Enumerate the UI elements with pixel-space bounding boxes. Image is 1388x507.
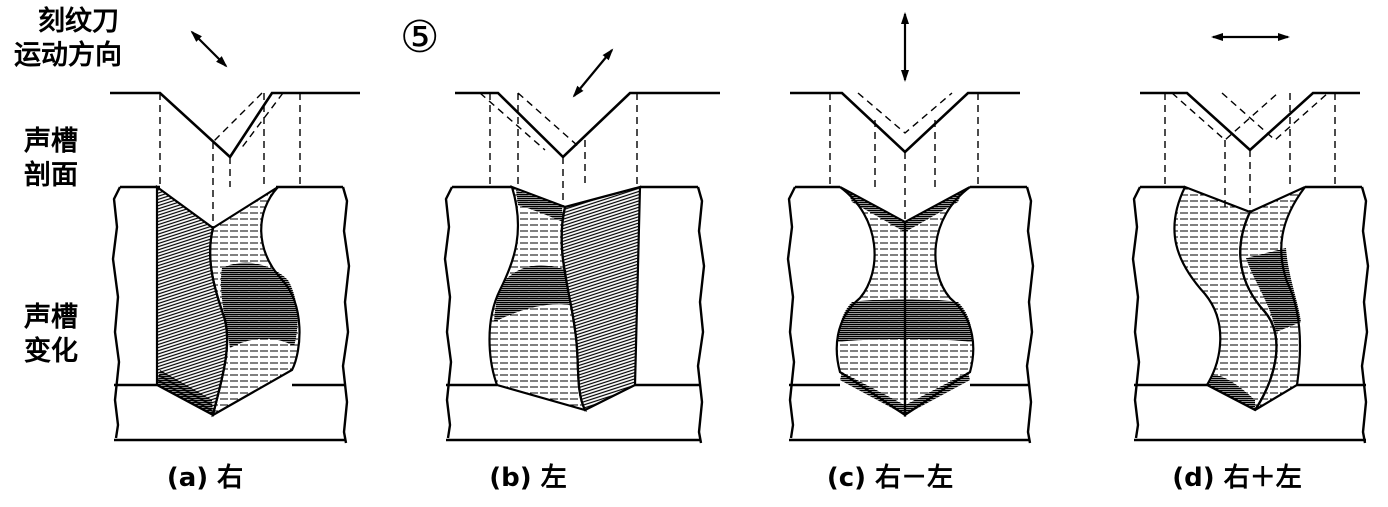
diagonal-double-arrow-down-right-icon xyxy=(190,30,228,68)
groove-profile-label-line1: 声槽 xyxy=(24,126,78,157)
panel-a: (a) 右 xyxy=(110,30,360,493)
block-left-edge xyxy=(1131,186,1142,439)
row-label-groove-variation: 声槽 变化 xyxy=(24,302,78,367)
groove-bottom-shadow xyxy=(840,372,970,415)
groove-top-shadow xyxy=(848,192,962,232)
groove-profile-a xyxy=(110,91,360,228)
projection-lines xyxy=(479,92,638,207)
block-base-lines xyxy=(446,383,701,442)
block-base-lines xyxy=(1134,383,1366,442)
groove-profile-label-line2: 剖面 xyxy=(24,159,78,191)
groove-bottom-shadow xyxy=(157,370,213,415)
block-left-edge xyxy=(786,186,797,439)
row-label-groove-profile: 声槽 剖面 xyxy=(24,126,78,191)
groove-profile-outline xyxy=(790,91,1020,154)
block-base-lines xyxy=(114,383,346,442)
block-right-edge xyxy=(1360,186,1370,444)
groove-variation-label-line2: 变化 xyxy=(24,335,78,367)
panel-a-caption: (a) 右 xyxy=(167,463,243,493)
groove-shadow-band xyxy=(494,265,570,322)
panel-c-caption: (c) 右－左 xyxy=(827,463,953,493)
tool-motion-label-line1: 刻纹刀 xyxy=(38,5,119,37)
groove-block-c xyxy=(786,185,1035,444)
projection-lines xyxy=(1164,92,1336,212)
block-right-edge xyxy=(1025,186,1035,444)
figure-number: ⑤ xyxy=(400,12,439,63)
groove-profile-outline xyxy=(110,91,360,159)
projection-lines xyxy=(159,92,301,228)
block-left-edge xyxy=(111,186,122,439)
panel-c: (c) 右－左 xyxy=(786,11,1035,493)
groove-shadow-band xyxy=(1246,248,1301,332)
diagonal-double-arrow-down-left-icon xyxy=(572,48,614,98)
groove-profile-d xyxy=(1140,91,1360,212)
block-left-edge xyxy=(443,186,454,439)
groove-shadow-band xyxy=(838,299,973,342)
groove-right-wall xyxy=(560,185,642,412)
groove-profile-outline xyxy=(455,91,720,159)
groove-block-d xyxy=(1131,185,1370,444)
groove-shadow-band xyxy=(220,262,298,348)
tool-motion-label-line2: 运动方向 xyxy=(14,39,122,71)
groove-profile-c xyxy=(790,91,1020,222)
groove-block-a xyxy=(111,184,351,444)
panel-b: (b) 左 xyxy=(443,48,720,493)
groove-profile-outline xyxy=(1140,91,1360,152)
block-right-edge xyxy=(696,186,706,444)
panel-b-caption: (b) 左 xyxy=(489,463,566,493)
groove-bottom-shadow xyxy=(1207,374,1255,410)
groove-block-b xyxy=(443,185,706,444)
projection-lines xyxy=(829,92,979,222)
groove-profile-b xyxy=(455,91,720,207)
block-right-edge xyxy=(341,186,351,444)
tool-motion-label: 刻纹刀 运动方向 xyxy=(14,5,122,71)
block-base-lines xyxy=(789,383,1030,442)
panel-d: (d) 右＋左 xyxy=(1131,33,1370,493)
panel-d-caption: (d) 右＋左 xyxy=(1172,463,1301,493)
groove-top-shadow xyxy=(516,190,563,222)
groove-variation-label-line1: 声槽 xyxy=(24,302,78,333)
